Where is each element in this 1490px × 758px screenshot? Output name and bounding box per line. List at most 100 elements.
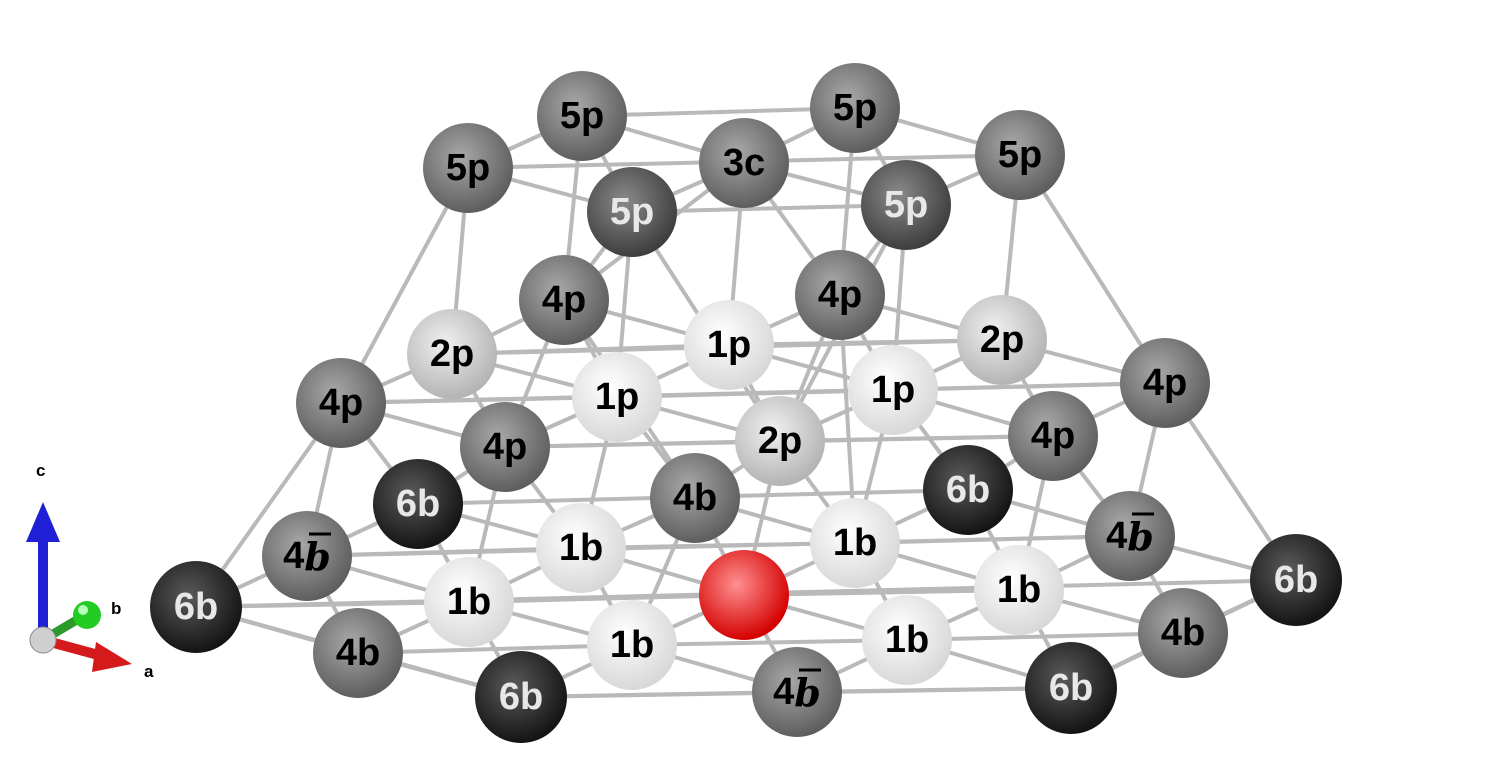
axis-origin <box>29 626 57 654</box>
b-axis-label: b <box>111 599 121 618</box>
atom-sphere <box>519 255 609 345</box>
atom-label: 6b <box>946 469 990 511</box>
bond-line <box>580 541 856 550</box>
atom-sphere <box>848 345 938 435</box>
axis-triad: c b a <box>26 461 154 681</box>
atom-sphere <box>1120 338 1210 428</box>
atom: 1b <box>424 557 514 647</box>
atom-sphere <box>296 358 386 448</box>
c-axis-label: c <box>36 461 45 480</box>
atom: 4b <box>1138 588 1228 678</box>
atom-label: 3c <box>723 142 765 184</box>
atom-sphere <box>536 503 626 593</box>
atom-label: 6b <box>396 483 440 525</box>
atom-label: 4p <box>483 426 527 468</box>
atom-label: 5p <box>610 191 654 233</box>
atom: 4p <box>296 358 386 448</box>
atom-sphere <box>1008 391 1098 481</box>
atom: 3c <box>699 118 789 208</box>
atom: 1b <box>536 503 626 593</box>
atom-label: 4b <box>1106 514 1154 559</box>
bond-line <box>631 203 907 214</box>
atom-label: 4b <box>773 670 821 715</box>
bond-line <box>743 588 1020 597</box>
atom: 4b <box>313 608 403 698</box>
atom-sphere <box>587 600 677 690</box>
atom: 6b <box>150 561 242 653</box>
atom-label: 5p <box>833 87 877 129</box>
atom-label: 4p <box>818 274 862 316</box>
atom: 5p <box>587 167 677 257</box>
atom-label: 4p <box>1143 362 1187 404</box>
atom-label: 4b <box>283 534 331 579</box>
atom-sphere <box>735 396 825 486</box>
atom-sphere <box>795 250 885 340</box>
atom-label: 5p <box>998 134 1042 176</box>
atom: 1b <box>862 595 952 685</box>
atom: 2p <box>407 309 497 399</box>
atom-sphere <box>974 545 1064 635</box>
atom: 1b <box>810 498 900 588</box>
c-axis-arrow <box>26 502 60 630</box>
atom: 6b <box>923 445 1013 535</box>
atom-sphere <box>862 595 952 685</box>
atom: 2p <box>957 295 1047 385</box>
atom-sphere <box>537 71 627 161</box>
atom-sphere <box>587 167 677 257</box>
atom-label: 5p <box>884 184 928 226</box>
atom-sphere <box>150 561 242 653</box>
atom: 2p <box>735 396 825 486</box>
bond-line <box>468 593 745 604</box>
atom: 4b <box>650 453 740 543</box>
atom-label: 5p <box>446 147 490 189</box>
atom: 4p <box>1120 338 1210 428</box>
atom-sphere <box>1250 534 1342 626</box>
atom: 1p <box>848 345 938 435</box>
bond-line <box>906 631 1184 642</box>
bond-line <box>581 106 856 118</box>
atom-label: 1b <box>559 527 603 569</box>
atom-sphere <box>810 498 900 588</box>
atom-sphere <box>699 118 789 208</box>
atom-sphere <box>407 309 497 399</box>
atom-label: 1b <box>447 581 491 623</box>
bond-line <box>779 434 1054 443</box>
bond-line <box>357 643 633 655</box>
atom-sphere <box>684 300 774 390</box>
atom: 6b <box>373 459 463 549</box>
atom-sphere <box>460 402 550 492</box>
atom: 4b <box>752 647 842 737</box>
atom-sphere <box>975 110 1065 200</box>
atom: 4p <box>519 255 609 345</box>
atom-label: 4b <box>336 632 380 674</box>
atom-sphere <box>957 295 1047 385</box>
bond-line <box>892 381 1166 392</box>
atom: 4b <box>1085 491 1175 581</box>
atom-sphere <box>424 557 514 647</box>
atom-label: 6b <box>174 586 218 628</box>
atom-sphere <box>572 352 662 442</box>
atom-label: 6b <box>499 676 543 718</box>
atom: 1b <box>974 545 1064 635</box>
atom-label: 5p <box>560 95 604 137</box>
atom-label: 1p <box>707 324 751 366</box>
atom: 6b <box>1250 534 1342 626</box>
atom-sphere <box>699 550 789 640</box>
atom-sphere <box>650 453 740 543</box>
atom-label: 1b <box>997 569 1041 611</box>
bond-line <box>616 388 894 399</box>
atom: 1p <box>572 352 662 442</box>
atom-sphere <box>1025 642 1117 734</box>
atom: 6b <box>475 651 567 743</box>
atom-label: 1p <box>595 376 639 418</box>
atom-sphere <box>861 160 951 250</box>
atom-label: 4p <box>319 382 363 424</box>
atom: 5p <box>423 123 513 213</box>
bond-line <box>631 638 908 647</box>
atom-label: 2p <box>758 420 802 462</box>
atom-label: 4p <box>542 279 586 321</box>
atom-label: 1b <box>885 619 929 661</box>
a-axis-label: a <box>144 662 154 681</box>
